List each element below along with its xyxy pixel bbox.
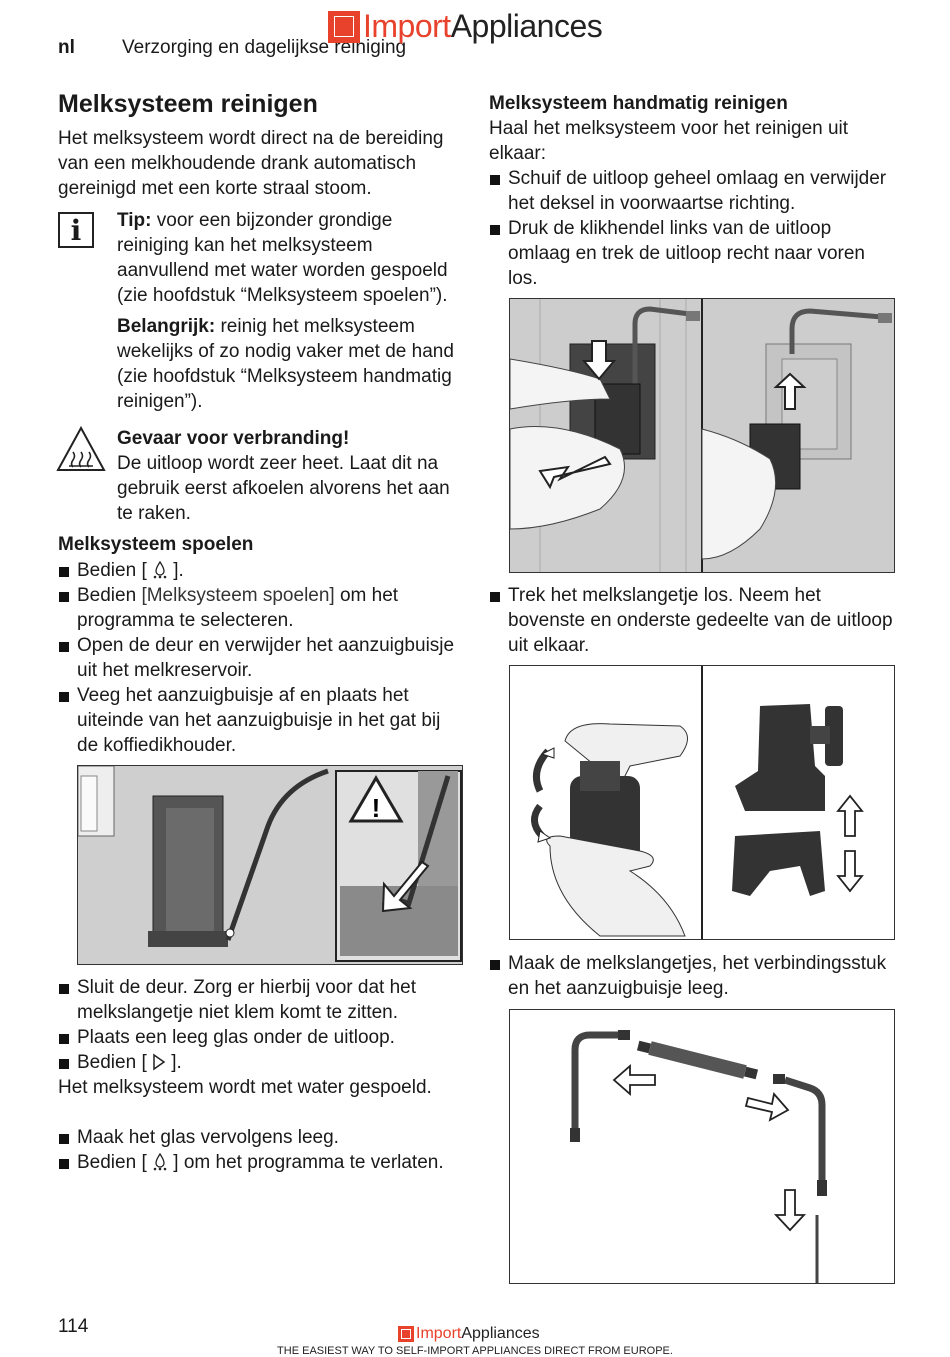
manual-clean-title: Melksysteem handmatig reinigen	[489, 93, 788, 114]
info-icon: i	[58, 212, 94, 248]
rinse-result: Het melksysteem wordt met water gespoeld…	[58, 1077, 432, 1098]
milk-system-icon	[153, 1152, 167, 1171]
list-item: Maak het glas vervolgens leeg.	[58, 1125, 463, 1150]
language-code: nl	[58, 37, 75, 58]
figure-separate-spout	[509, 665, 895, 940]
figure-suction-tube: !	[77, 765, 463, 965]
list-item: Veeg het aanzuigbuisje af en plaats het …	[58, 683, 463, 758]
tip-paragraph: Tip: voor een bijzonder grondige reinigi…	[117, 208, 463, 308]
list-item: Bedien [ ].	[58, 558, 463, 583]
intro-paragraph: Het melksysteem wordt direct na de berei…	[58, 128, 444, 199]
danger-title: Gevaar voor verbranding!	[117, 428, 350, 449]
footer-tagline: THE EASIEST WAY TO SELF-IMPORT APPLIANCE…	[277, 1345, 673, 1357]
list-item: Plaats een leeg glas onder de uitloop.	[58, 1025, 463, 1050]
display-text: [Melksysteem spoelen]	[141, 585, 335, 606]
danger-text: De uitloop wordt zeer heet. Laat dit na …	[117, 453, 450, 524]
figure-remove-spout	[509, 298, 895, 573]
svg-text:!: !	[372, 793, 381, 823]
logo-square-icon	[398, 1326, 414, 1342]
start-icon	[153, 1053, 166, 1071]
list-item: Schuif de uitloop geheel omlaag en verwi…	[489, 166, 894, 216]
list-item: Open de deur en verwijder het aanzuigbui…	[58, 633, 463, 683]
important-paragraph: Belangrijk: reinig het melksysteem wekel…	[117, 314, 463, 414]
exit-steps-list: Maak het glas vervolgens leeg. Bedien [ …	[58, 1125, 463, 1175]
tip-text: voor een bijzonder grondige reiniging ka…	[117, 210, 448, 306]
page-title: Melksysteem reinigen	[58, 90, 318, 118]
important-label: Belangrijk:	[117, 316, 216, 337]
rinse-steps-list: Bedien [ ]. Bedien [Melksysteem spoelen]…	[58, 558, 463, 758]
page-number: 114	[58, 1316, 89, 1337]
list-item: Bedien [ ] om het programma te verlaten.	[58, 1150, 463, 1175]
rinse-section-title: Melksysteem spoelen	[58, 534, 254, 555]
step-three-list: Trek het melkslangetje los. Neem het bov…	[489, 583, 894, 658]
list-item: Maak de melkslangetjes, het verbindingss…	[489, 951, 894, 1001]
step-four-list: Maak de melkslangetjes, het verbindingss…	[489, 951, 894, 1001]
list-item: Trek het melkslangetje los. Neem het bov…	[489, 583, 894, 658]
after-steps-list: Sluit de deur. Zorg er hierbij voor dat …	[58, 975, 463, 1075]
list-item: Sluit de deur. Zorg er hierbij voor dat …	[58, 975, 463, 1025]
manual-clean-intro: Haal het melksysteem voor het reinigen u…	[489, 118, 849, 164]
hot-surface-warning-icon	[56, 426, 106, 471]
figure-empty-tubes	[509, 1009, 895, 1284]
important-text: reinig het melksysteem wekelijks of zo n…	[117, 316, 454, 412]
logo-square-icon	[328, 10, 360, 43]
manual-steps-list: Schuif de uitloop geheel omlaag en verwi…	[489, 166, 894, 291]
tip-label: Tip:	[117, 210, 152, 231]
list-item: Druk de klikhendel links van de uitloop …	[489, 216, 894, 291]
list-item: Bedien [Melksysteem spoelen] om het prog…	[58, 583, 463, 633]
milk-system-icon	[153, 560, 167, 579]
list-item: Bedien [ ].	[58, 1050, 463, 1075]
